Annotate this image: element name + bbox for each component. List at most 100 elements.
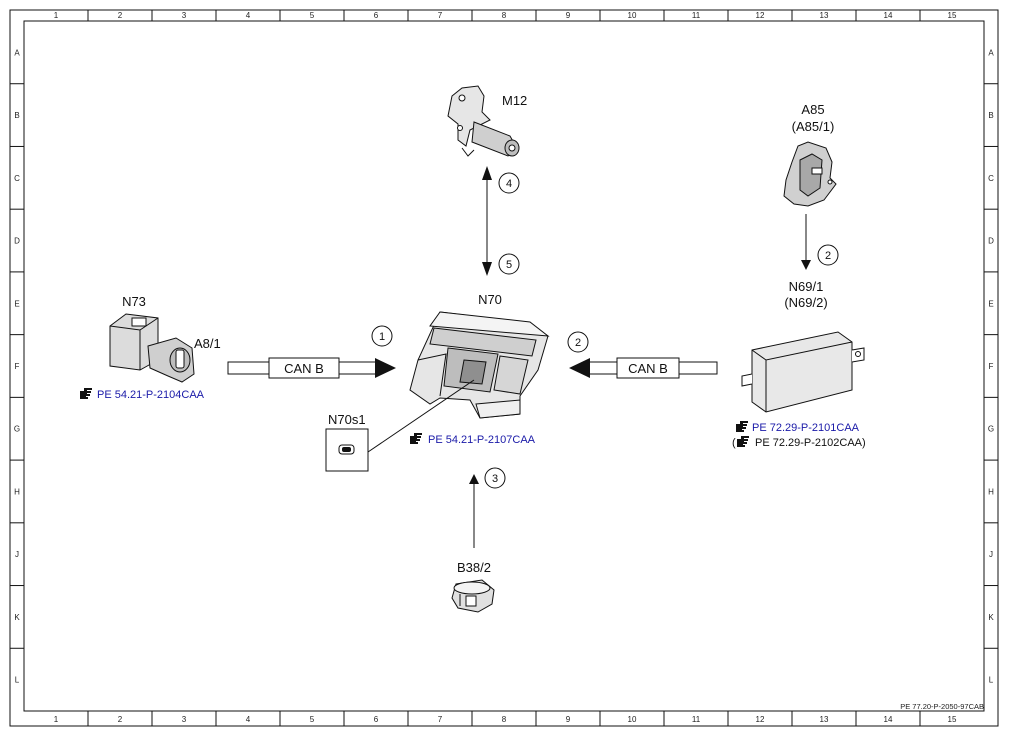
svg-text:4: 4 [506, 178, 512, 190]
a85-label: A85 [801, 102, 824, 117]
grid-row-label: J [15, 550, 19, 559]
grid-column-label: 12 [756, 11, 765, 20]
grid-column-label: 5 [310, 715, 315, 724]
b38-2-label: B38/2 [457, 560, 491, 575]
drawing-frame [9, 9, 999, 727]
grid-column-label: 4 [246, 715, 251, 724]
marker-2-top: 2 [817, 244, 839, 266]
grid-column-label: 10 [628, 715, 637, 724]
grid-column-label: 1 [54, 11, 59, 20]
grid-column-label: 7 [438, 715, 443, 724]
a8-1-label: A8/1 [194, 336, 221, 351]
grid-column-label: 11 [692, 11, 701, 20]
grid-column-label: 15 [948, 11, 957, 20]
svg-text:1: 1 [379, 331, 385, 343]
n70-ref: PE 54.21-P-2107CAA [410, 433, 536, 446]
n70s1-switch [325, 428, 369, 472]
grid-column-label: 10 [628, 11, 637, 20]
n70s1-leader-line [367, 379, 475, 453]
grid-column-label: 2 [118, 715, 123, 724]
grid-row-label: E [14, 299, 19, 308]
grid-row-label: F [989, 362, 994, 371]
svg-text:PE 54.21-P-2107CAA: PE 54.21-P-2107CAA [428, 434, 536, 446]
grid-row-label: L [989, 676, 994, 685]
grid-column-label: 5 [310, 11, 315, 20]
n69-ref-1: PE 72.29-P-2101CAA [736, 421, 860, 434]
n69-2-label: (N69/2) [784, 295, 827, 310]
n69-1-label: N69/1 [789, 279, 824, 294]
marker-2-right: 2 [567, 331, 589, 353]
grid-row-label: A [988, 48, 994, 57]
n70s1-label: N70s1 [328, 412, 366, 427]
grid-row-label: A [14, 48, 20, 57]
grid-column-label: 7 [438, 11, 443, 20]
svg-text:5: 5 [506, 259, 512, 271]
svg-text:(: ( [732, 437, 736, 449]
n73-ignition-switch [109, 313, 195, 383]
n73-label: N73 [122, 294, 146, 309]
m12-label: M12 [502, 93, 527, 108]
grid-column-label: 8 [502, 715, 507, 724]
grid-row-label: K [14, 613, 20, 622]
grid-row-label: J [989, 550, 993, 559]
grid-column-label: 3 [182, 715, 187, 724]
svg-text:3: 3 [492, 473, 498, 485]
svg-text:2: 2 [575, 337, 581, 349]
grid-column-label: 4 [246, 11, 251, 20]
grid-column-label: 6 [374, 11, 379, 20]
grid-row-label: K [988, 613, 994, 622]
grid-column-label: 9 [566, 11, 571, 20]
right-can-b-label: CAN B [628, 361, 668, 376]
n70-label: N70 [478, 292, 502, 307]
m12-window-motor [447, 85, 520, 157]
n70-overhead-control-panel [409, 311, 550, 419]
drawing-reference-number: PE 77.20-P-2050-97CAB [900, 702, 984, 711]
svg-text:2: 2 [825, 250, 831, 262]
grid-column-label: 14 [884, 11, 893, 20]
grid-row-label: H [988, 487, 994, 496]
left-can-bus: CAN B [227, 357, 396, 379]
n69-ref-2: ( PE 72.29-P-2102CAA) [732, 436, 866, 449]
grid-row-label: L [15, 676, 20, 685]
grid-column-label: 11 [692, 715, 701, 724]
marker-1: 1 [371, 325, 393, 347]
grid-row-label: D [988, 237, 994, 246]
n69-control-unit [741, 331, 865, 413]
grid-column-label: 3 [182, 11, 187, 20]
grid-row-label: G [14, 425, 20, 434]
a85-lock-unit [783, 141, 837, 207]
right-can-bus: CAN B [569, 357, 718, 379]
grid-row-label: C [14, 174, 20, 183]
svg-text:PE 72.29-P-2102CAA): PE 72.29-P-2102CAA) [755, 437, 866, 449]
grid-column-label: 14 [884, 715, 893, 724]
grid-row-label: H [14, 487, 20, 496]
grid-row-label: F [15, 362, 20, 371]
grid-labels: 1122334455667788991010111112121313141415… [10, 10, 998, 726]
marker-4: 4 [498, 172, 520, 194]
grid-row-label: G [988, 425, 994, 434]
grid-column-label: 9 [566, 715, 571, 724]
grid-row-label: B [14, 111, 19, 120]
grid-row-label: B [988, 111, 993, 120]
a85-alt-label: (A85/1) [792, 119, 835, 134]
svg-text:PE 72.29-P-2101CAA: PE 72.29-P-2101CAA [752, 422, 860, 434]
grid-column-label: 6 [374, 715, 379, 724]
marker-3: 3 [484, 467, 506, 489]
svg-text:PE 54.21-P-2104CAA: PE 54.21-P-2104CAA [97, 389, 205, 401]
grid-column-label: 13 [820, 715, 829, 724]
m12-n70-connection [482, 166, 492, 276]
grid-column-label: 2 [118, 11, 123, 20]
grid-column-label: 15 [948, 715, 957, 724]
grid-column-label: 1 [54, 715, 59, 724]
n73-ref: PE 54.21-P-2104CAA [80, 388, 205, 401]
grid-row-label: C [988, 174, 994, 183]
left-can-b-label: CAN B [284, 361, 324, 376]
grid-column-label: 12 [756, 715, 765, 724]
marker-5: 5 [498, 253, 520, 275]
grid-row-label: D [14, 237, 20, 246]
grid-column-label: 8 [502, 11, 507, 20]
grid-column-label: 13 [820, 11, 829, 20]
b38-2-sensor [451, 579, 495, 613]
grid-row-label: E [988, 299, 993, 308]
